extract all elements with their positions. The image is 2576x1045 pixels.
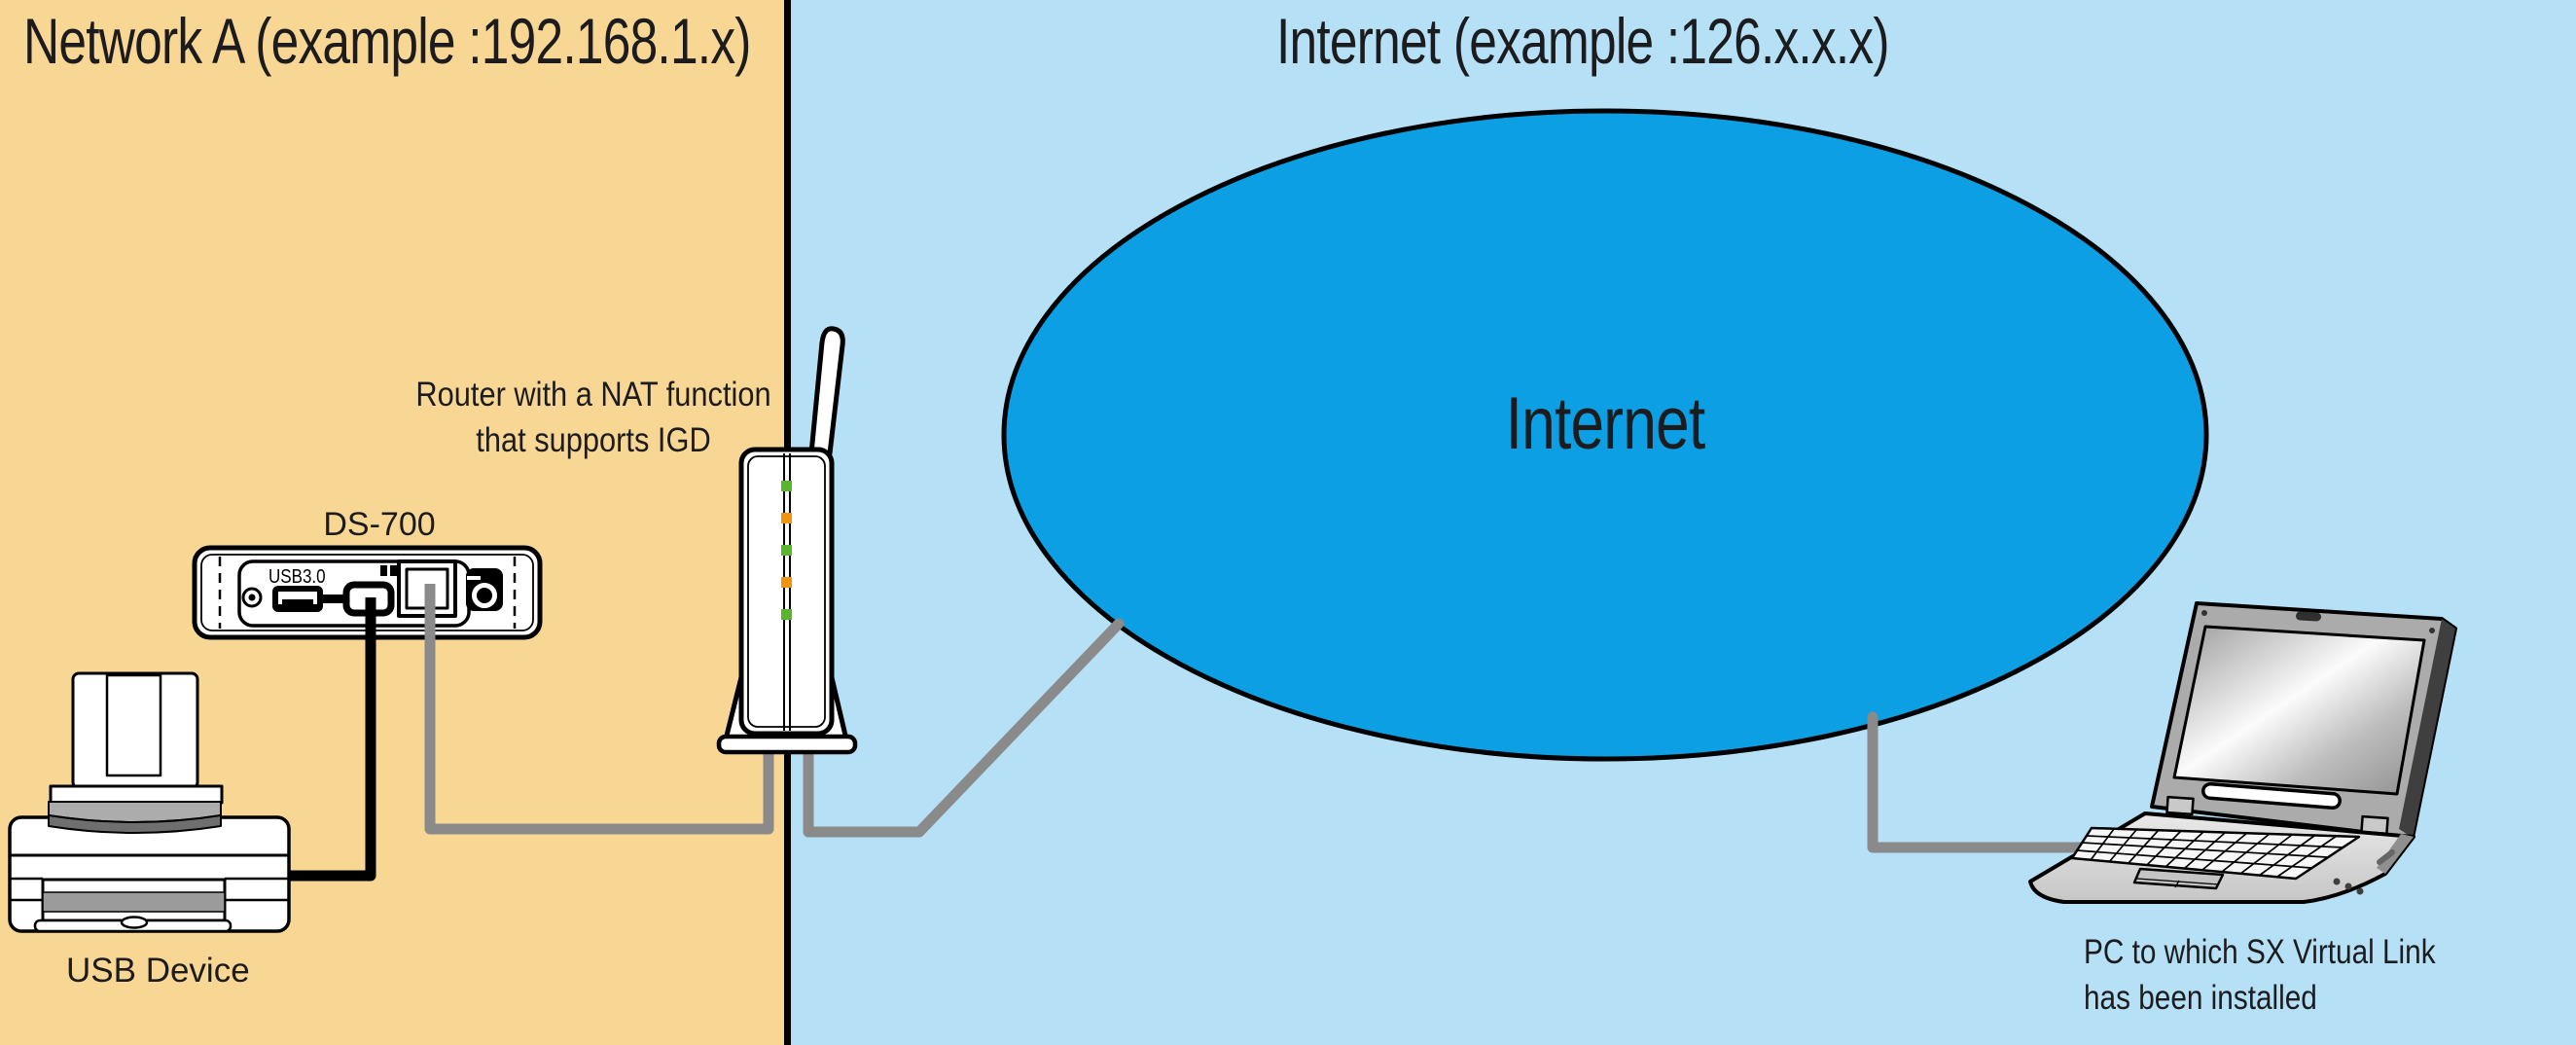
printer-illustration <box>8 671 291 933</box>
cable-usb-ds700-printer <box>277 597 376 882</box>
ds700-power-jack <box>466 568 503 611</box>
laptop-webcam <box>2295 611 2321 622</box>
ds700-label: DS-700 <box>323 506 436 543</box>
internet-zone-title: Internet (example :126.x.x.x) <box>1276 5 1890 77</box>
router-illustration <box>716 326 858 755</box>
cable-ethernet-ds700-router <box>424 584 774 835</box>
router-body <box>738 447 835 737</box>
router-label-line2: that supports IGD <box>476 421 711 459</box>
network-a-zone-title: Network A (example :192.168.1.x) <box>23 5 751 77</box>
pc-label: PC to which SX Virtual Link has been ins… <box>2084 929 2436 1021</box>
usb-device-label: USB Device <box>66 952 250 990</box>
ds700-usb3-port-label: USB3.0 <box>268 566 326 588</box>
internet-ellipse <box>1001 108 2209 762</box>
router-antenna <box>808 326 845 456</box>
laptop-illustration <box>2028 601 2457 904</box>
pc-label-line1: PC to which SX Virtual Link <box>2084 933 2436 971</box>
router-label-line1: Router with a NAT function <box>415 376 771 414</box>
ds700-usb-port <box>272 586 323 612</box>
internet-cloud-label: Internet <box>1505 382 1706 465</box>
cable-ethernet-internet-pc <box>1867 711 2107 853</box>
cable-ethernet-router-internet <box>803 618 1125 838</box>
pc-label-line2: has been installed <box>2084 979 2317 1017</box>
router-label: Router with a NAT function that supports… <box>415 372 770 463</box>
laptop-screen <box>2172 625 2426 796</box>
router-led-indicators <box>781 481 792 620</box>
